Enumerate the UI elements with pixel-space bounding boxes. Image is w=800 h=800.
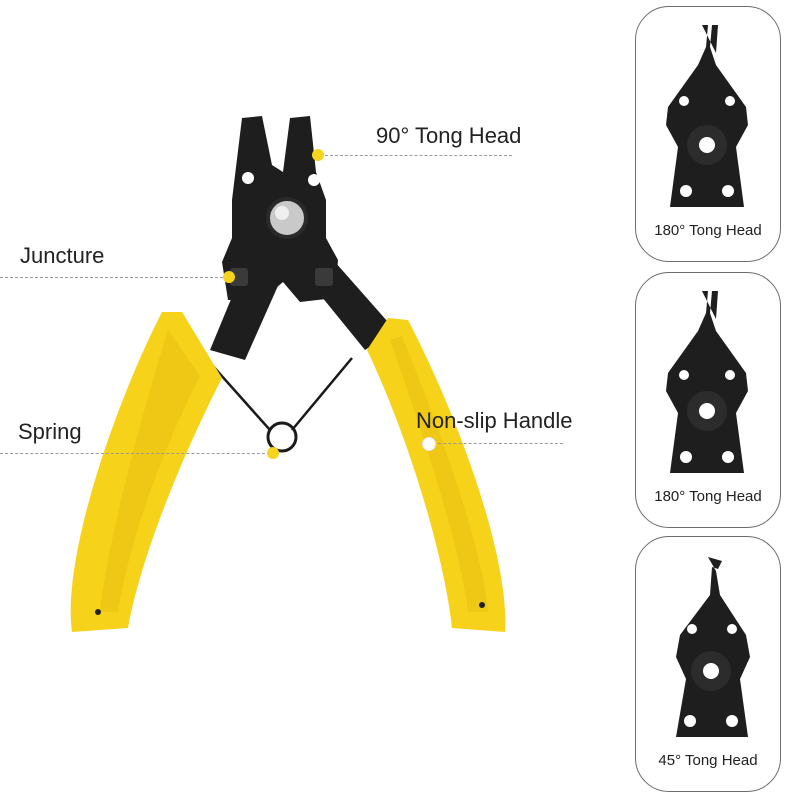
tong-head-card-2-caption: 180° Tong Head [654,488,762,505]
callout-label-handle: Non-slip Handle [416,408,573,433]
pliers-illustration [70,116,506,632]
rivet-right [315,268,333,286]
tong-head-card-1-caption: 180° Tong Head [654,222,762,239]
tong-head-shape [666,291,748,473]
tong-head-180-icon [666,25,748,207]
right-handle-shade [390,336,488,612]
tong-head-card-3: 45° Tong Head [635,536,781,792]
tong-head-45-icon [676,557,750,737]
handle-hole-left [95,609,101,615]
callout-label-spring: Spring [18,419,82,444]
callout-label-tong-head: 90° Tong Head [376,123,522,148]
callout-line-spring [0,453,270,454]
rivet-left [230,268,248,286]
callout-dot-juncture [223,271,235,283]
tong-head-180-icon [666,291,748,473]
handle-hole-right [479,602,485,608]
pivot-bolt-highlight [275,206,289,220]
left-handle [70,312,222,632]
callout-dot-tong-head [312,149,324,161]
spring-coil [266,421,298,453]
jaw-hole-left [242,172,254,184]
callout-line-juncture [0,277,228,278]
jaw-hole-right [308,174,320,186]
tong-head-card-3-caption: 45° Tong Head [658,752,758,769]
tong-head-shape [676,557,750,737]
callout-line-tong-head [320,155,512,156]
callout-dot-spring [267,447,279,459]
tong-head-shape [666,25,748,207]
callout-dot-handle [422,437,436,451]
tong-head-card-1: 180° Tong Head [635,6,781,262]
callout-label-juncture: Juncture [20,243,105,268]
spring-wire [211,357,353,431]
pivot-bolt [266,197,308,239]
callout-line-handle [428,443,563,444]
right-handle [367,318,506,632]
left-handle-shade [100,330,200,612]
tong-head-card-2: 180° Tong Head [635,272,781,528]
